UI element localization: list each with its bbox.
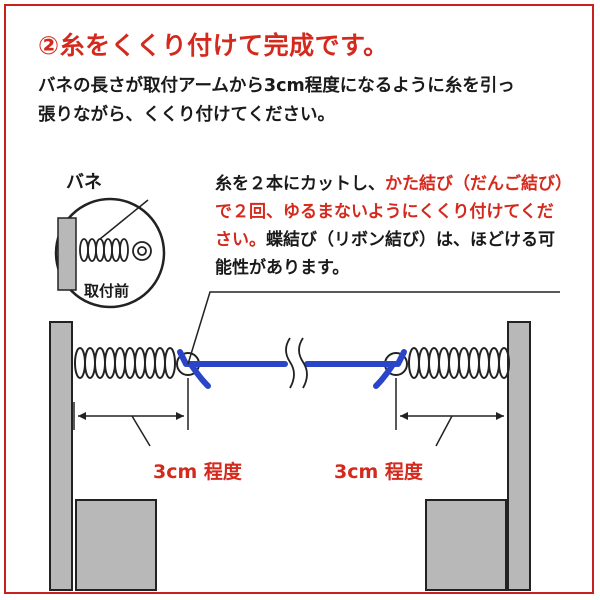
right-mounting-arm [507,321,531,591]
intro-line-2: 張りながら、くくり付けてください。 [38,105,335,125]
note-part-2-warning: かた結び（だんご結び）で２回、ゆるまないようにくくり付けてください。 [215,174,564,250]
knot-instruction: 糸を２本にカットし、かた結び（だんご結び）で２回、ゆるまないようにくくり付けてく… [215,170,565,282]
page-title: ②糸をくくり付けて完成です。 [38,31,389,60]
note-part-3: 蝶結び（リボン結び）は、ほどける可能性があります。 [215,230,555,278]
before-installation-label: 取付前 [84,282,129,300]
spring-pointer-line [99,199,149,240]
right-measurement: 3cm 程度 [334,378,509,483]
note-part-1: 糸を２本にカットし、 [215,174,385,194]
page-frame [4,4,594,594]
spring-label: バネ [66,172,102,193]
right-measurement-label: 3cm 程度 [334,460,424,483]
left-spring-icon [74,347,200,379]
break-mark-icon [285,337,308,389]
right-base-block [425,499,507,591]
inset-arm-icon [57,217,77,291]
left-measurement: 3cm 程度 [73,378,243,483]
intro-line-1: バネの長さが取付アームから3cm程度になるように糸を引っ [38,76,515,96]
intro-text: バネの長さが取付アームから3cm程度になるように糸を引っ 張りながら、くくり付け… [38,72,568,130]
inset-spring-icon [79,238,152,262]
left-measurement-label: 3cm 程度 [153,460,243,483]
left-mounting-arm [49,321,73,591]
string-icon [177,349,407,389]
right-spring-icon [384,347,510,379]
left-base-block [75,499,157,591]
inset-circle [54,197,166,309]
inset-before-installation: バネ 取付前 [54,172,166,309]
note-leader-line [187,291,560,365]
